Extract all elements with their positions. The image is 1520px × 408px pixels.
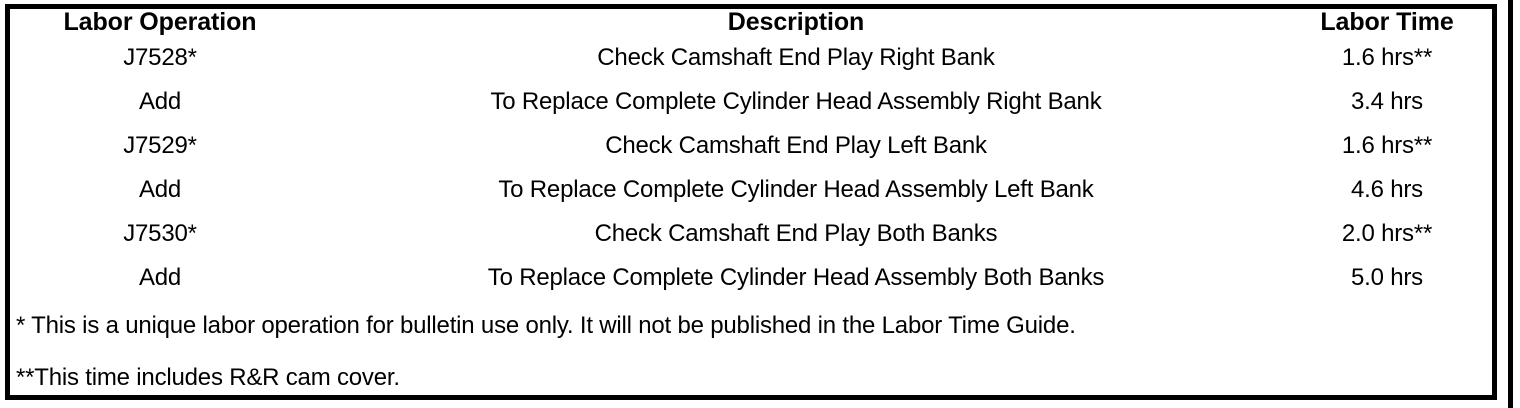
cell-labor-operation: J7528* [10,35,310,80]
table-header: Labor Operation Description Labor Time [10,9,1492,35]
cell-labor-time: 3.4 hrs [1282,79,1492,124]
cell-labor-time: 5.0 hrs [1282,255,1492,300]
cell-description-value: To Replace Complete Cylinder Head Assemb… [498,175,1094,203]
cell-labor-time: 4.6 hrs [1282,167,1492,212]
cell-labor-operation: Add [10,79,310,124]
cell-labor-operation-value: J7530* [123,219,197,247]
cell-description-value: To Replace Complete Cylinder Head Assemb… [487,263,1105,291]
cell-labor-time-value: 3.4 hrs [1351,87,1423,115]
labor-operation-table-container: Labor Operation Description Labor Time [5,4,1497,400]
cell-labor-time-value: 4.6 hrs [1351,175,1423,203]
cell-labor-operation: Add [10,255,310,300]
column-header-description: Description [310,9,1282,35]
footnote-cell: * This is a unique labor operation for b… [10,299,1492,395]
footnote-single-asterisk: * This is a unique labor operation for b… [16,311,1076,339]
cell-description: Check Camshaft End Play Both Banks [310,211,1282,256]
cell-description: Check Camshaft End Play Right Bank [310,35,1282,80]
cell-description-value: Check Camshaft End Play Left Bank [605,131,987,159]
table-row: J7528* Check Camshaft End Play Right Ban… [10,35,1492,80]
cell-description-value: Check Camshaft End Play Right Bank [597,43,995,71]
cell-description-value: To Replace Complete Cylinder Head Assemb… [490,87,1102,115]
table-row: J7530* Check Camshaft End Play Both Bank… [10,211,1492,256]
cell-description: To Replace Complete Cylinder Head Assemb… [310,255,1282,300]
table-row: Add To Replace Complete Cylinder Head As… [10,79,1492,124]
labor-operation-table: Labor Operation Description Labor Time [10,9,1492,395]
table-footnote-row: * This is a unique labor operation for b… [10,299,1492,395]
cell-labor-operation-value: J7528* [123,43,197,71]
table-row: J7529* Check Camshaft End Play Left Bank… [10,123,1492,168]
cell-labor-time: 1.6 hrs** [1282,35,1492,80]
cell-labor-time: 1.6 hrs** [1282,123,1492,168]
column-header-description-label: Description [727,8,865,36]
cell-description-value: Check Camshaft End Play Both Banks [594,219,998,247]
cell-labor-operation-value: Add [138,87,182,115]
footnote-block: * This is a unique labor operation for b… [10,304,1492,391]
cell-labor-time: 2.0 hrs** [1282,211,1492,256]
cell-description: To Replace Complete Cylinder Head Assemb… [310,79,1282,124]
column-header-labor-operation: Labor Operation [10,9,310,35]
cell-description: To Replace Complete Cylinder Head Assemb… [310,167,1282,212]
page-right-rule [1508,0,1513,408]
table-body: J7528* Check Camshaft End Play Right Ban… [10,35,1492,395]
cell-description: Check Camshaft End Play Left Bank [310,123,1282,168]
cell-labor-operation-value: Add [138,263,182,291]
table-row: Add To Replace Complete Cylinder Head As… [10,167,1492,212]
table-row: Add To Replace Complete Cylinder Head As… [10,255,1492,300]
cell-labor-time-value: 1.6 hrs** [1341,43,1433,71]
cell-labor-operation: J7529* [10,123,310,168]
column-header-labor-time-label: Labor Time [1320,8,1454,36]
cell-labor-time-value: 2.0 hrs** [1341,219,1433,247]
cell-labor-time-value: 1.6 hrs** [1341,131,1433,159]
column-header-labor-time: Labor Time [1282,9,1492,35]
cell-labor-operation-value: J7529* [123,131,197,159]
cell-labor-operation: J7530* [10,211,310,256]
cell-labor-time-value: 5.0 hrs [1351,263,1423,291]
footnote-spacer [16,339,1486,365]
footnote-double-asterisk: **This time includes R&R cam cover. [16,363,400,391]
cell-labor-operation-value: Add [138,175,182,203]
column-header-labor-operation-label: Labor Operation [63,8,257,36]
cell-labor-operation: Add [10,167,310,212]
table-header-row: Labor Operation Description Labor Time [10,9,1492,35]
